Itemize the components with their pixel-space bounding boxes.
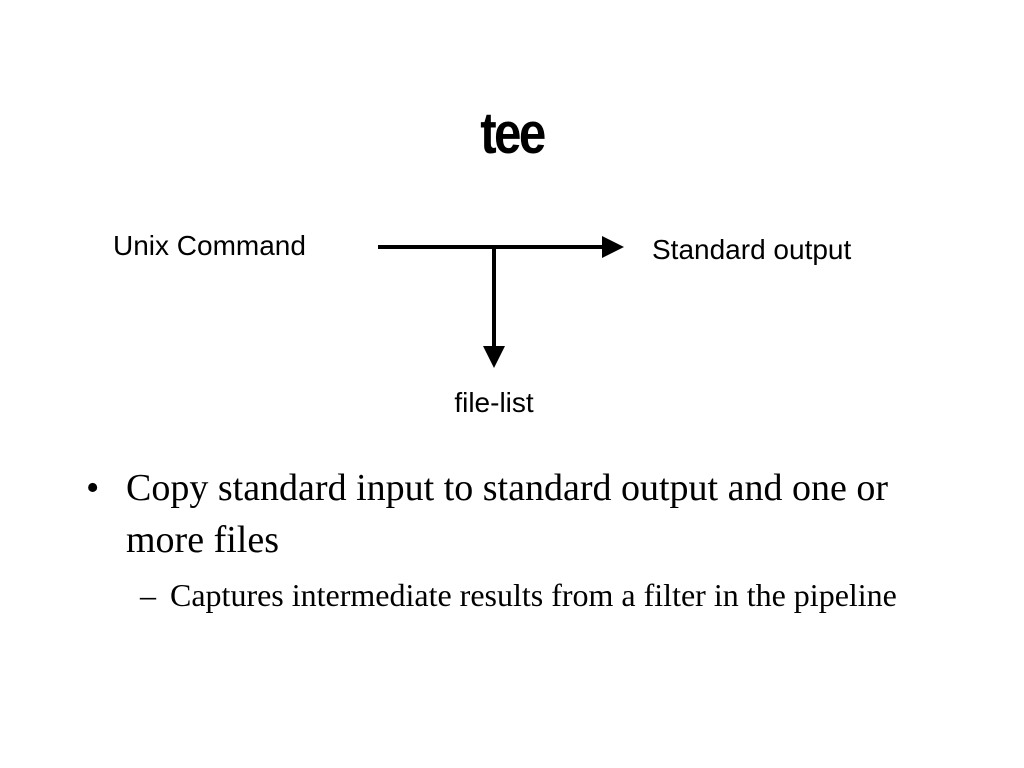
- sub-bullet-text: Captures intermediate results from a fil…: [170, 577, 897, 613]
- bullet-text: Copy standard input to standard output a…: [126, 467, 888, 561]
- slide-title: tee: [480, 101, 546, 166]
- sub-bullet-item: – Captures intermediate results from a f…: [140, 572, 962, 618]
- tee-diagram: Unix Command Standard output file-list: [113, 230, 851, 418]
- down-arrowhead: [483, 346, 505, 368]
- bullet-marker: •: [86, 467, 100, 509]
- sub-bullet-marker: –: [140, 577, 156, 613]
- standard-output-label: Standard output: [652, 234, 851, 265]
- bullet-list: • Copy standard input to standard output…: [82, 462, 962, 618]
- unix-command-label: Unix Command: [113, 230, 306, 261]
- bullet-item: • Copy standard input to standard output…: [82, 462, 962, 566]
- file-list-label: file-list: [454, 387, 534, 418]
- right-arrowhead: [602, 236, 624, 258]
